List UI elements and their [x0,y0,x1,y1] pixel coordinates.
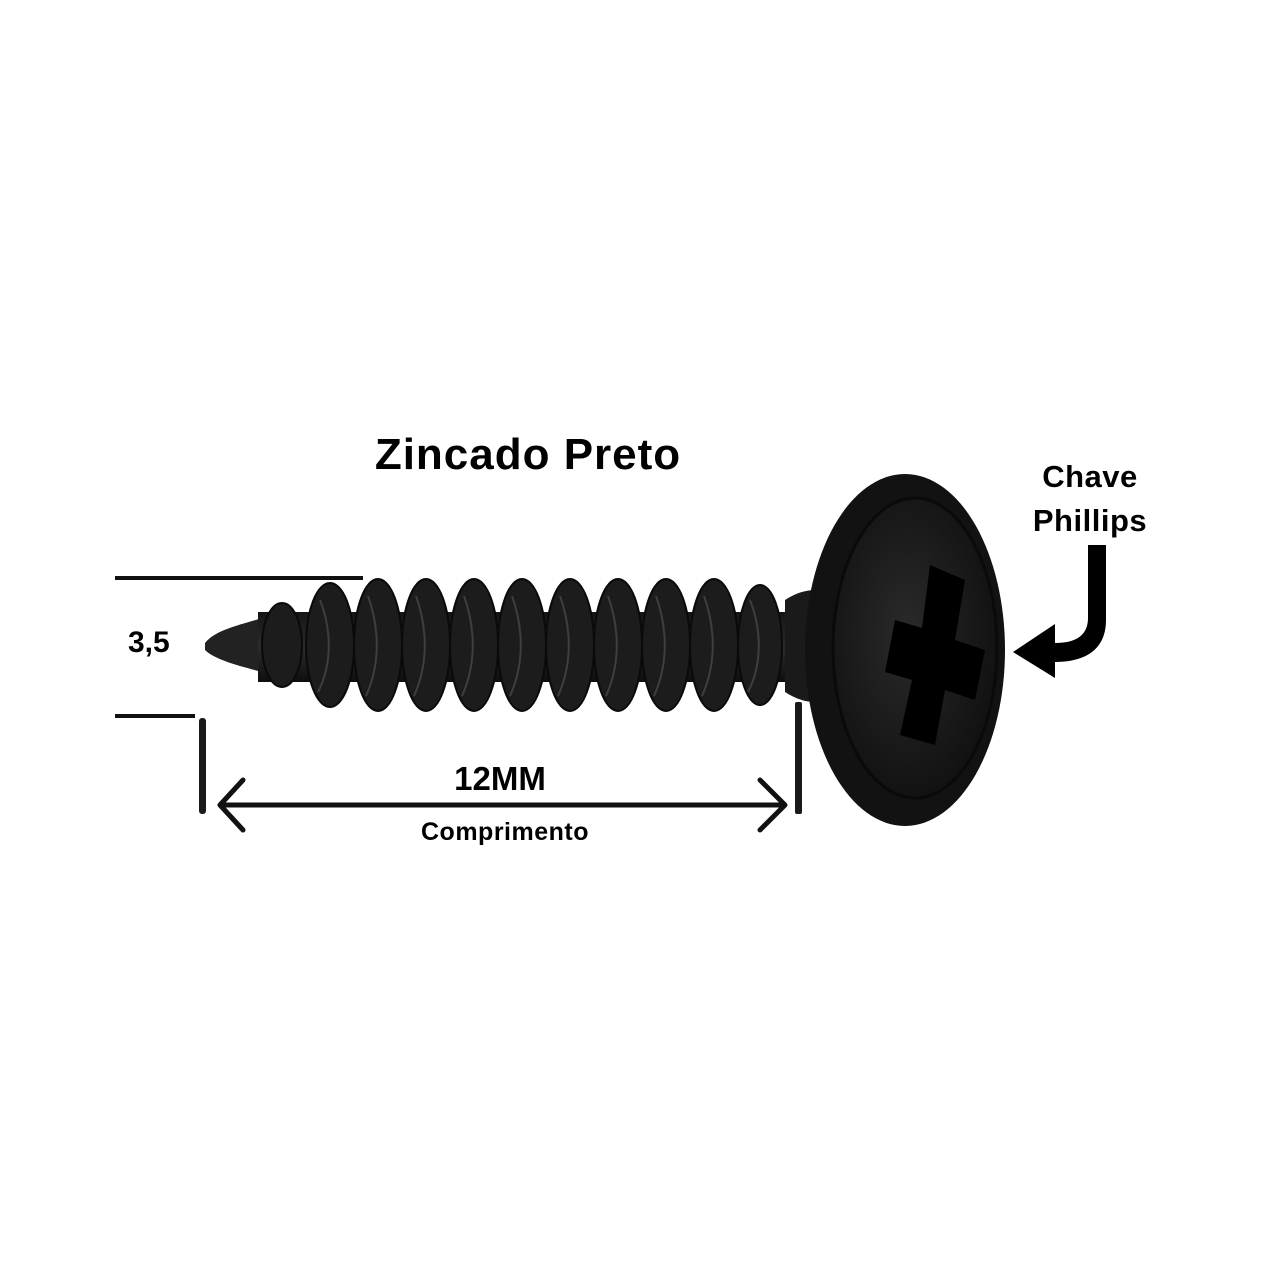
product-title: Zincado Preto [374,430,682,479]
length-caption: Comprimento [421,818,589,846]
length-double-arrow-icon [217,777,788,833]
length-extension-lines [199,702,802,814]
screw-head [805,474,1005,826]
screw-shank [205,578,825,712]
diameter-guide-lines [115,576,363,718]
callout-line-1: Chave [1042,459,1138,494]
phillips-recess-icon [885,565,985,745]
callout-line-2: Phillips [1032,503,1148,538]
length-value: 12MM [454,760,546,797]
diameter-label: 3,5 [128,626,170,659]
phillips-callout: Chave Phillips [1010,455,1170,543]
curved-arrow-icon [1013,545,1106,678]
